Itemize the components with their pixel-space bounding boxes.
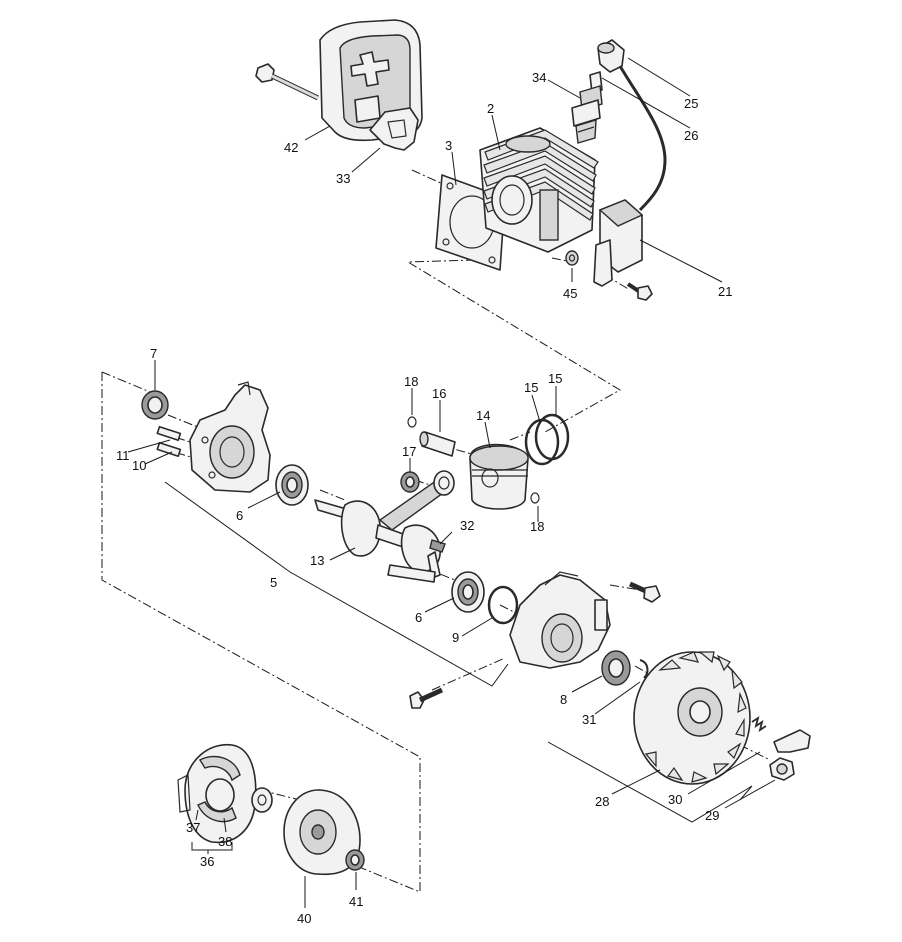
circlip-9 [487,585,519,625]
label-6-upper: 6 [236,508,243,523]
label-32: 32 [460,518,474,533]
washer-45 [565,250,579,266]
label-2: 2 [487,101,494,116]
clip-31 [639,659,649,679]
label-34: 34 [532,70,546,85]
label-15-right: 15 [548,371,562,386]
label-17: 17 [402,444,416,459]
circlip-18-upper [407,416,417,428]
label-36: 36 [200,854,214,869]
ignition-coil [593,39,667,287]
label-29: 29 [705,808,719,823]
label-42: 42 [284,140,298,155]
flywheel-28 [633,651,751,785]
clutch-drum-40 [283,789,361,876]
label-28: 28 [595,794,609,809]
label-11: 11 [116,448,130,463]
bearing-7 [141,390,169,420]
piston-14 [469,443,529,510]
clutch-assembly [177,743,257,844]
label-21: 21 [718,284,732,299]
label-25: 25 [684,96,698,111]
label-26: 26 [684,128,698,143]
leader-lines [127,57,776,908]
seal-8 [601,650,631,686]
label-38: 38 [218,834,232,849]
crankcase-bolt-lower [409,687,444,709]
muffler-gasket [369,107,419,151]
circlip-18-lower [530,492,540,504]
label-41: 41 [349,894,363,909]
bearing-6-lower [451,571,485,613]
label-14: 14 [476,408,490,423]
bearing-6-upper [275,464,309,506]
coil-bolt [626,282,653,301]
label-33: 33 [336,171,350,186]
washer-clutch [251,787,273,813]
crankcase-half-left [189,381,271,493]
cylinder [479,127,599,253]
label-7: 7 [150,346,157,361]
piston-rings-15 [524,413,570,466]
label-16: 16 [432,386,446,401]
spark-plug [571,71,603,144]
label-10: 10 [132,458,146,473]
crankcase-half-right [509,571,611,669]
label-13: 13 [310,553,324,568]
label-5: 5 [270,575,277,590]
pawl [773,729,811,753]
label-8: 8 [560,692,567,707]
label-45: 45 [563,286,577,301]
label-15-left: 15 [524,380,538,395]
crankcase-bolt-upper [628,581,661,603]
label-40: 40 [297,911,311,926]
crankshaft [314,470,455,583]
spring-30 [751,715,767,733]
piston-pin-16 [419,431,456,457]
label-31: 31 [582,712,596,727]
flywheel-nut [769,757,795,781]
label-18-lower: 18 [530,519,544,534]
label-3: 3 [445,138,452,153]
label-37: 37 [186,820,200,835]
dowel-pins [156,425,182,458]
muffler-bolt [255,63,320,101]
label-9: 9 [452,630,459,645]
label-6-lower: 6 [415,610,422,625]
label-18-upper: 18 [404,374,418,389]
needle-bearing-41 [345,849,365,871]
callout-labels: 42 33 3 2 34 25 26 21 45 7 11 10 6 18 16… [116,70,732,926]
label-30: 30 [668,792,682,807]
needle-bearing-17 [400,471,420,493]
